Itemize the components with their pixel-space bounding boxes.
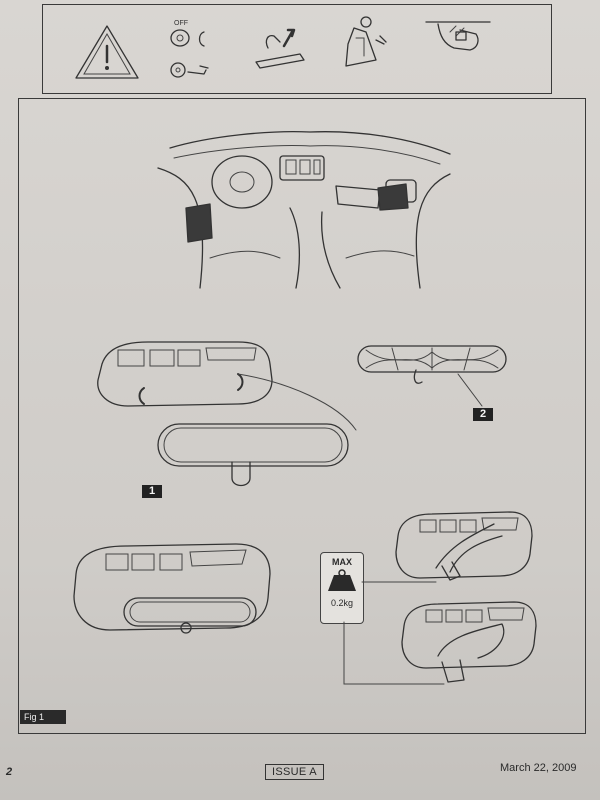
- icon-strip-frame: [42, 4, 552, 94]
- callout-1: 1: [142, 485, 162, 498]
- ignition-off-label: OFF: [174, 20, 188, 27]
- page-number: 2: [6, 766, 13, 778]
- warning-icon: [75, 25, 139, 79]
- car-interior-illustration: [157, 131, 451, 289]
- weight-icon: [328, 569, 356, 591]
- tray-installed-illustration: [73, 543, 271, 634]
- max-weight-badge: MAX 0.2kg: [320, 552, 364, 624]
- handbrake-icon: [255, 28, 305, 69]
- weight-connector-lines: [343, 581, 445, 685]
- hand-adjust-icon: [425, 21, 491, 51]
- issue-date: March 22, 2009: [500, 762, 577, 774]
- figure-frame: [18, 98, 586, 734]
- ignition-key-icon: OFF: [170, 20, 209, 78]
- tray-with-net-illustration-1: [395, 511, 533, 581]
- gear-shift-icon: [345, 16, 387, 67]
- callout-2: 2: [473, 408, 493, 421]
- max-label: MAX: [332, 557, 352, 567]
- tray-with-net-illustration-2: [401, 601, 537, 683]
- issue-label: ISSUE A: [265, 764, 324, 780]
- figure-label: Fig 1: [20, 710, 66, 724]
- cargo-net-illustration: [357, 345, 507, 407]
- tray-with-mat-illustration: [97, 341, 357, 487]
- weight-value: 0.2kg: [330, 598, 354, 608]
